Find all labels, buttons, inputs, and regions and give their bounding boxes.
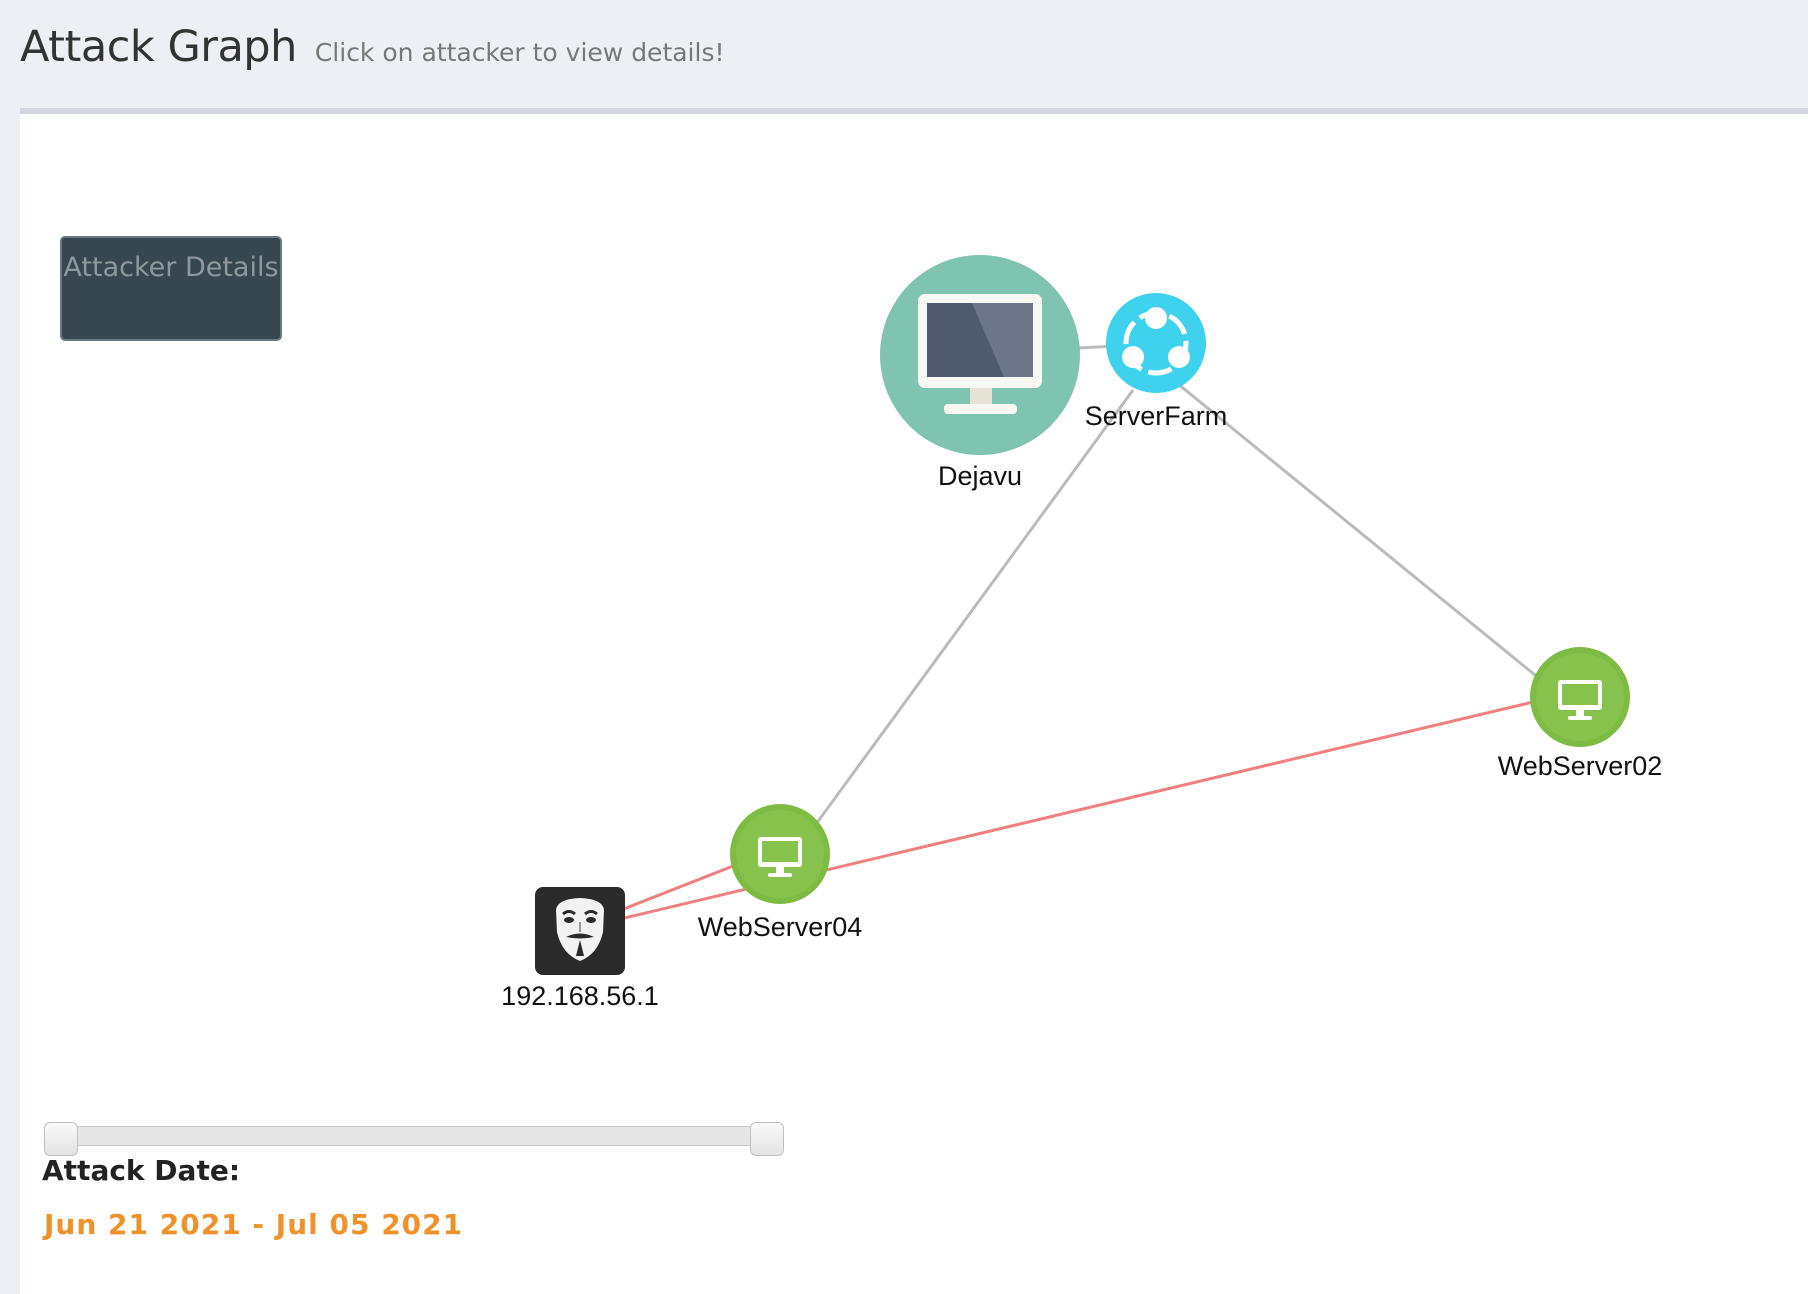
attack-date-range: Jun 21 2021 - Jul 05 2021: [44, 1208, 464, 1241]
page-subtitle: Click on attacker to view details!: [314, 38, 725, 67]
serverfarm-node-circle[interactable]: [1106, 293, 1206, 393]
date-range-slider[interactable]: [44, 1122, 784, 1156]
anonymous-mask-icon: [556, 898, 604, 961]
dejavu-label: Dejavu: [938, 461, 1022, 491]
page-header: Attack Graph Click on attacker to view d…: [20, 22, 725, 72]
node-serverfarm[interactable]: ServerFarm: [1085, 293, 1228, 431]
monitor-icon: [758, 837, 802, 877]
page-title: Attack Graph: [20, 22, 297, 72]
attacker-details-box[interactable]: Attacker Details: [60, 236, 282, 341]
monitor-icon: [1558, 680, 1602, 720]
monitor-icon: [918, 294, 1042, 414]
attack-date-label: Attack Date:: [42, 1154, 241, 1187]
node-dejavu[interactable]: Dejavu: [880, 255, 1080, 491]
webserver04-label: WebServer04: [698, 912, 863, 942]
slider-track[interactable]: [54, 1126, 774, 1146]
node-webserver02[interactable]: WebServer02: [1498, 647, 1663, 781]
slider-handle-end[interactable]: [750, 1122, 784, 1156]
node-attacker[interactable]: 192.168.56.1: [501, 887, 659, 1011]
slider-handle-start[interactable]: [44, 1122, 78, 1156]
attacker-ip-label: 192.168.56.1: [501, 981, 659, 1011]
attack-graph-canvas: Dejavu ServerFarm WebServer02: [501, 255, 1663, 1011]
serverfarm-label: ServerFarm: [1085, 401, 1228, 431]
node-webserver04[interactable]: WebServer04: [698, 804, 863, 942]
share-icon: [1122, 307, 1190, 376]
webserver02-label: WebServer02: [1498, 751, 1663, 781]
edge-serverfarm-webserver04: [809, 389, 1135, 832]
graph-panel: Attacker Details Dejavu: [20, 108, 1808, 1294]
edge-serverfarm-webserver02: [1155, 364, 1547, 686]
